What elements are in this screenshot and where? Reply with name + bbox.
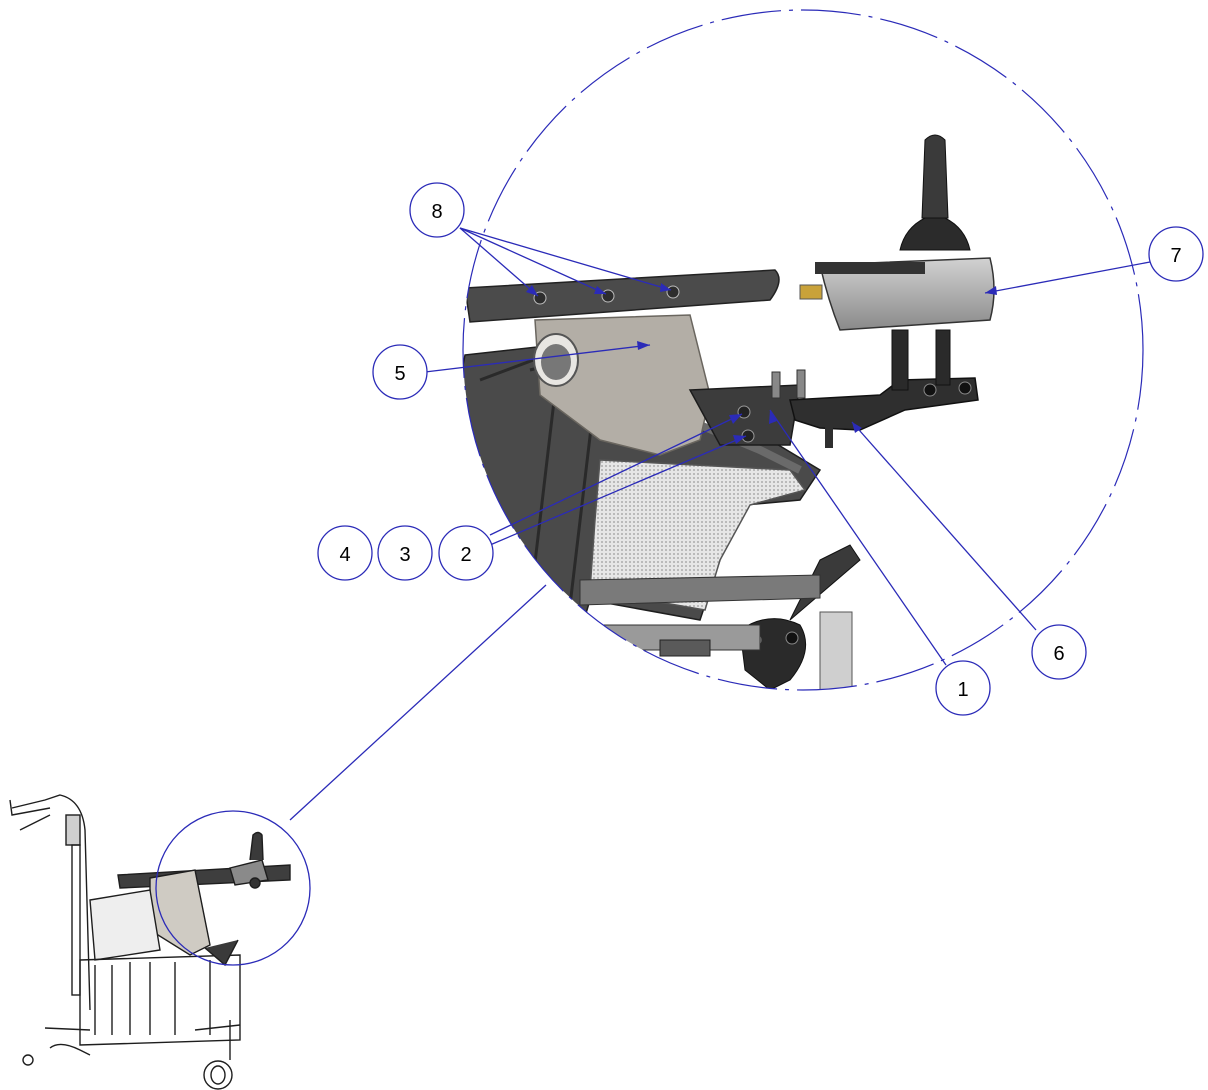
svg-text:4: 4 <box>339 544 350 566</box>
armrest-pad <box>464 269 780 323</box>
callout-5: 5 <box>372 344 428 400</box>
overview-detail-circle <box>155 810 311 966</box>
joystick-knob <box>921 134 949 219</box>
callout-2: 2 <box>438 525 494 581</box>
swing-arm <box>789 377 979 431</box>
leader-lines <box>289 227 1151 821</box>
armrest-bracket <box>534 314 711 456</box>
svg-text:8: 8 <box>431 201 442 223</box>
arrowheads <box>526 283 997 444</box>
callout-8: 8 <box>409 182 465 238</box>
svg-text:6: 6 <box>1053 643 1064 665</box>
svg-text:5: 5 <box>394 363 405 385</box>
svg-text:7: 7 <box>1170 245 1181 267</box>
svg-text:3: 3 <box>399 544 410 566</box>
overview-wheelchair <box>9 794 291 1090</box>
joystick-boot <box>899 217 971 251</box>
svg-text:1: 1 <box>957 679 968 701</box>
callout-1: 1 <box>935 660 991 716</box>
detail-circle <box>462 9 1144 691</box>
callout-3: 3 <box>377 525 433 581</box>
joystick-controller-body <box>819 257 995 331</box>
svg-text:2: 2 <box>460 544 471 566</box>
seat-cushion <box>589 459 807 611</box>
callout-6: 6 <box>1031 624 1087 680</box>
callout-7: 7 <box>1148 226 1204 282</box>
callout-4: 4 <box>317 525 373 581</box>
